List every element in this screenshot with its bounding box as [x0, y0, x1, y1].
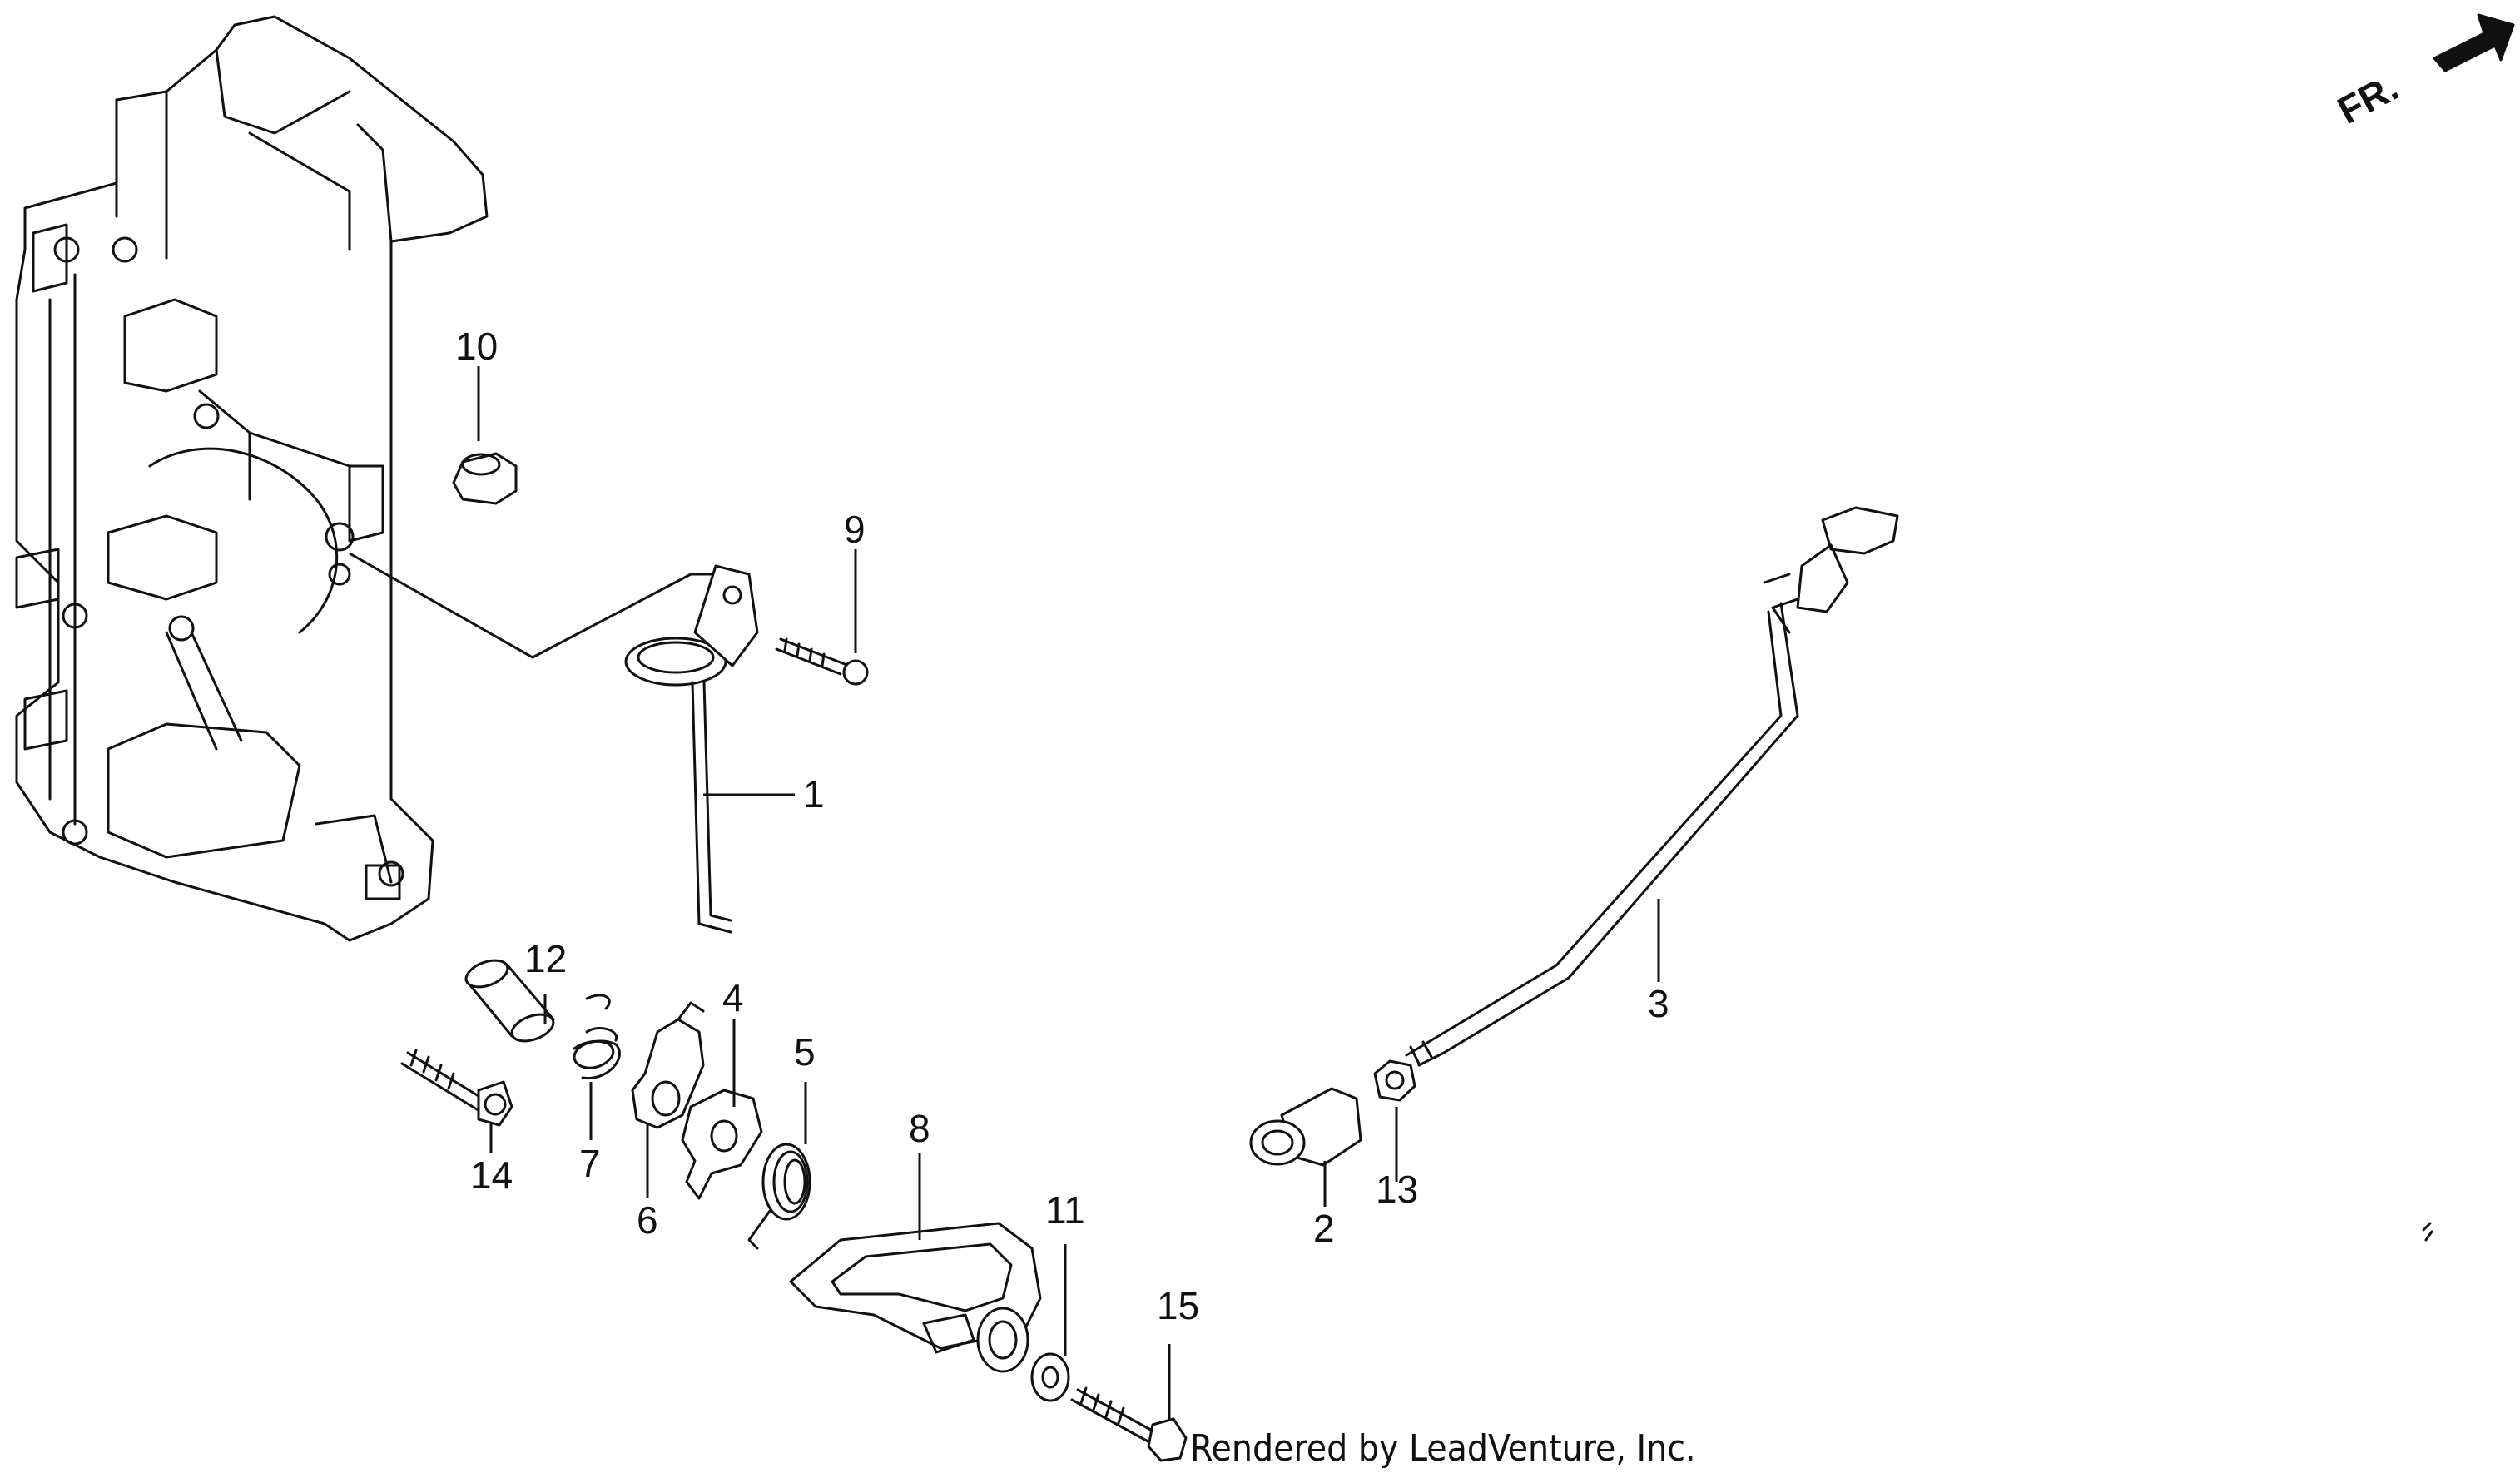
callout-6: 6: [637, 1198, 658, 1242]
part-10-flange-nut: [452, 452, 518, 505]
part-3-throttle-rod: [1405, 506, 1899, 1067]
front-direction-label: FR.: [2330, 65, 2405, 132]
callout-labels: 10 9 1 3 13 2 12 7 6 4 5 8 11 14 15: [455, 325, 1669, 1327]
callout-7: 7: [579, 1142, 601, 1185]
part-13-nut: [1373, 1059, 1416, 1102]
stray-mark: [2422, 1222, 2433, 1242]
callout-3: 3: [1648, 982, 1669, 1025]
part-7-spring: [573, 994, 621, 1079]
part-4-lever-plate: [681, 1089, 763, 1200]
callout-leaders: [477, 366, 1660, 1419]
part-8-throttle-lever: [789, 1222, 1042, 1373]
part-15-flange-bolt: [1070, 1386, 1188, 1462]
part-11-washer: [1030, 1352, 1070, 1402]
callout-9: 9: [844, 508, 866, 551]
part-6-throttle-cam: [631, 1001, 705, 1129]
part-9-bolt: [775, 637, 869, 686]
callout-5: 5: [794, 1030, 816, 1074]
part-1-choke-rod: [624, 564, 759, 934]
callout-2: 2: [1313, 1207, 1335, 1250]
callout-11: 11: [1045, 1188, 1085, 1232]
part-5-return-spring: [747, 1143, 811, 1250]
callout-14: 14: [470, 1153, 513, 1197]
front-direction-indicator: FR.: [2330, 13, 2515, 132]
credit-text: Rendered by LeadVenture, Inc.: [1190, 1427, 1696, 1470]
intake-manifold-housing: [15, 15, 489, 942]
assembly-leader-line: [349, 552, 716, 659]
callout-15: 15: [1157, 1284, 1199, 1327]
part-12-collar: [464, 959, 555, 1043]
arrow-right-icon: [2433, 13, 2515, 72]
callout-10: 10: [455, 325, 498, 368]
part-2-rod-joint: [1249, 1087, 1362, 1167]
callout-13: 13: [1376, 1168, 1418, 1211]
callout-4: 4: [722, 976, 744, 1019]
part-14-flange-bolt: [400, 1049, 513, 1127]
callout-8: 8: [909, 1107, 930, 1150]
callout-1: 1: [803, 772, 825, 816]
callout-12: 12: [524, 937, 567, 980]
